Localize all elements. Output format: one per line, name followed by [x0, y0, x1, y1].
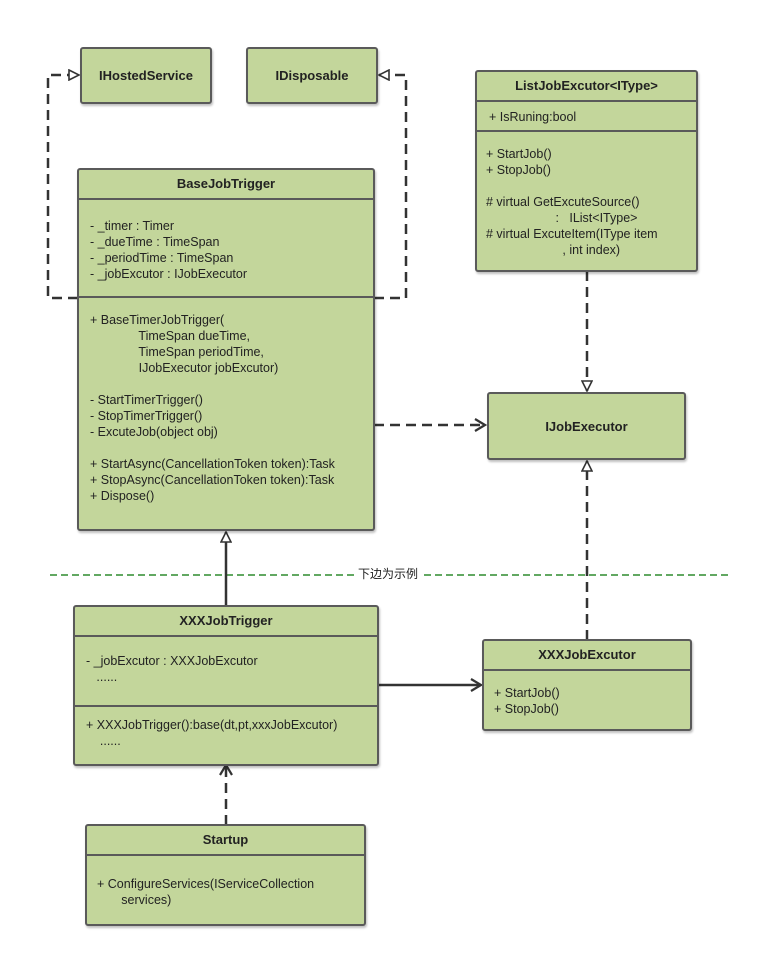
class-title: BaseJobTrigger — [176, 176, 276, 191]
method: , int index) — [486, 243, 621, 257]
method: - StartTimerTrigger() — [90, 393, 203, 407]
method: ...... — [86, 734, 121, 748]
class-xxxjobtrigger[interactable]: XXXJobTrigger - _jobExcutor : XXXJobExcu… — [73, 605, 379, 766]
method: # virtual GetExcuteSource() — [486, 195, 640, 209]
methods-section: + StartJob() + StopJob() # virtual GetEx… — [477, 130, 696, 258]
attribute: ...... — [86, 670, 118, 684]
method: + StartAsync(CancellationToken token):Ta… — [90, 457, 335, 471]
class-title: IDisposable — [275, 68, 349, 83]
class-title: XXXJobTrigger — [179, 613, 273, 628]
class-xxxjobexcutor[interactable]: XXXJobExcutor + StartJob() + StopJob() — [482, 639, 692, 731]
realization-basejobtrigger-idisposable — [374, 75, 408, 300]
methods-section: + XXXJobTrigger():base(dt,pt,xxxJobExcut… — [75, 705, 377, 749]
method: + StopAsync(CancellationToken token):Tas… — [90, 473, 335, 487]
attribute: - _jobExcutor : IJobExecutor — [90, 267, 248, 281]
methods-section: + StartJob() + StopJob() — [484, 669, 690, 717]
class-ihostedservice[interactable]: IHostedService — [80, 47, 212, 104]
methods-section: + ConfigureServices(IServiceCollection s… — [87, 854, 364, 908]
example-separator-label: 下边为示例 — [356, 566, 421, 582]
class-title: Startup — [202, 832, 249, 847]
class-idisposable[interactable]: IDisposable — [246, 47, 378, 104]
attribute: - _dueTime : TimeSpan — [90, 235, 220, 249]
attributes-section: + IsRuning:bool — [477, 100, 696, 130]
method: : IList<IType> — [486, 211, 638, 225]
spacer-line — [90, 376, 373, 392]
method: # virtual ExcuteItem(IType item — [486, 227, 658, 241]
methods-section: + BaseTimerJobTrigger( TimeSpan dueTime,… — [79, 296, 373, 504]
method: TimeSpan dueTime, — [90, 329, 251, 343]
attribute: - _timer : Timer — [90, 219, 175, 233]
attributes-section: - _timer : Timer - _dueTime : TimeSpan -… — [79, 198, 373, 296]
method: + StartJob() — [494, 686, 560, 700]
class-listjobexcutor[interactable]: ListJobExcutor<IType> + IsRuning:bool + … — [475, 70, 698, 272]
attribute: + IsRuning:bool — [489, 110, 577, 124]
method: + StopJob() — [494, 702, 559, 716]
method: TimeSpan periodTime, — [90, 345, 264, 359]
class-startup[interactable]: Startup + ConfigureServices(IServiceColl… — [85, 824, 366, 926]
realization-basejobtrigger-ihostedservice — [46, 75, 79, 300]
class-title: XXXJobExcutor — [538, 647, 636, 662]
method: + StopJob() — [486, 163, 551, 177]
method: - ExcuteJob(object obj) — [90, 425, 218, 439]
spacer-line — [90, 440, 373, 456]
method: services) — [97, 893, 172, 907]
class-title: IJobExecutor — [545, 418, 628, 434]
class-ijobexecutor[interactable]: IJobExecutor — [487, 392, 686, 460]
method: + ConfigureServices(IServiceCollection — [97, 877, 315, 891]
attribute: - _jobExcutor : XXXJobExcutor — [86, 654, 258, 668]
method: + StartJob() — [486, 147, 552, 161]
class-title: IHostedService — [99, 68, 193, 83]
attribute: - _periodTime : TimeSpan — [90, 251, 234, 265]
attributes-section: - _jobExcutor : XXXJobExcutor ...... — [75, 635, 377, 705]
method: + XXXJobTrigger():base(dt,pt,xxxJobExcut… — [86, 718, 338, 732]
class-title: ListJobExcutor<IType> — [515, 78, 658, 93]
method: IJobExecutor jobExcutor) — [90, 361, 279, 375]
spacer-line — [486, 178, 696, 194]
class-basejobtrigger[interactable]: BaseJobTrigger - _timer : Timer - _dueTi… — [77, 168, 375, 531]
method: + Dispose() — [90, 489, 155, 503]
method: - StopTimerTrigger() — [90, 409, 203, 423]
method: + BaseTimerJobTrigger( — [90, 313, 225, 327]
